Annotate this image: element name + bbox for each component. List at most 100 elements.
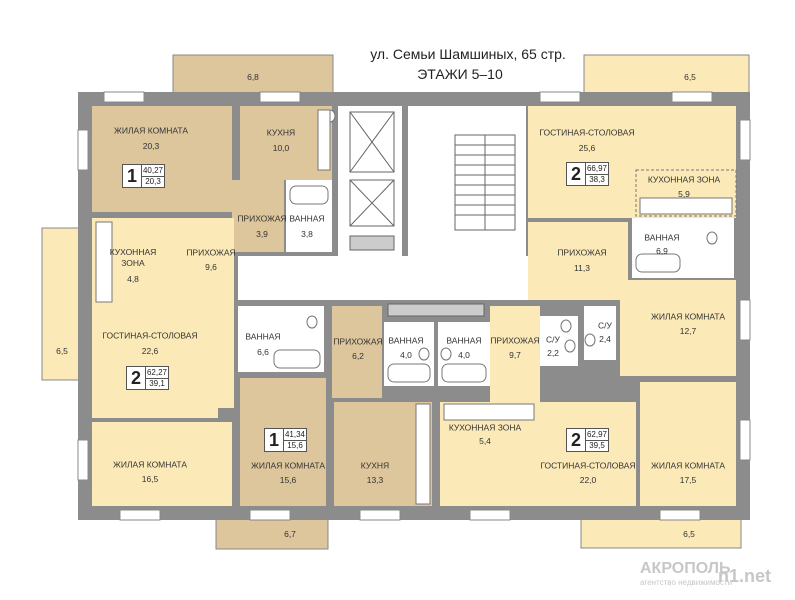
watermark-tagline: агентство недвижимости <box>640 578 733 587</box>
room-area-lounge-l: 22,6 <box>141 346 159 356</box>
room-hall-tr <box>528 222 628 300</box>
room-area-bath-t: 3,8 <box>301 229 313 239</box>
apartment-living-area: 20,3 <box>145 176 161 186</box>
room-area-hall-c: 6,2 <box>352 351 364 361</box>
room-label-kzone-br: КУХОННАЯ ЗОНА <box>448 422 522 433</box>
balcony-area-bottom-right: 6,5 <box>683 529 695 539</box>
apartment-rooms: 2 <box>567 429 586 451</box>
room-area-bath-tr: 6,9 <box>656 246 668 256</box>
balcony-left <box>41 227 83 381</box>
floors-title: ЭТАЖИ 5–10 <box>417 66 503 82</box>
room-area-lounge-tr: 25,6 <box>578 143 596 153</box>
room-label-living-r: ЖИЛАЯ КОМНАТА <box>651 311 725 322</box>
room-label-living-tl: ЖИЛАЯ КОМНАТА <box>114 125 188 136</box>
stairwell <box>408 106 526 256</box>
room-living-br <box>640 382 736 506</box>
room-label-lounge-br: ГОСТИНАЯ-СТОЛОВАЯ <box>540 460 636 471</box>
room-label-bath-tr: ВАННАЯ <box>644 232 680 243</box>
apartment-total-area: 41,34 <box>284 429 306 441</box>
balcony-area-top-left: 6,8 <box>247 72 259 82</box>
apartment-living-area: 15,6 <box>287 440 303 450</box>
room-label-lounge-l: ГОСТИНАЯ-СТОЛОВАЯ <box>102 330 198 341</box>
room-living-r <box>620 280 736 376</box>
apartment-total-area: 66,97 <box>586 163 608 175</box>
apartment-total-area: 40,27 <box>142 165 164 177</box>
room-living-bl <box>92 422 232 506</box>
apartment-total-area: 62,97 <box>586 429 608 441</box>
room-area-living-r: 12,7 <box>679 326 697 336</box>
kitchen-zone-outline <box>635 169 737 217</box>
room-area-kzone-tr: 5,9 <box>678 189 690 199</box>
balcony-area-bottom-left: 6,7 <box>284 529 296 539</box>
apartment-rooms: 1 <box>265 429 284 451</box>
balcony-top-right <box>583 54 750 98</box>
fixtures <box>306 109 718 361</box>
apartment-rooms: 2 <box>567 163 586 185</box>
apartment-living-area: 39,1 <box>149 378 165 388</box>
room-label-wc-r1: С/У <box>598 320 612 331</box>
room-label-kzone-l: КУХОННАЯ ЗОНА <box>109 247 157 268</box>
room-label-living-bc: ЖИЛАЯ КОМНАТА <box>251 460 325 471</box>
windows <box>77 91 751 521</box>
room-hall-cr <box>490 306 540 402</box>
room-area-hall-t: 3,9 <box>256 229 268 239</box>
room-area-wc-r1: 2,4 <box>599 334 611 344</box>
room-label-wc-r2: С/У <box>546 334 560 345</box>
room-area-living-bl: 16,5 <box>141 474 159 484</box>
apartment-living-area: 38,3 <box>589 174 605 184</box>
room-area-bath-cl: 6,6 <box>257 347 269 357</box>
counters <box>95 109 733 505</box>
room-area-kitchen-t: 10,0 <box>272 143 290 153</box>
room-area-living-tl: 20,3 <box>142 141 160 151</box>
room-label-lounge-tr: ГОСТИНАЯ-СТОЛОВАЯ <box>539 127 635 138</box>
watermark-brand: АКРОПОЛЬ <box>640 560 731 577</box>
room-label-hall-c: ПРИХОЖАЯ <box>333 336 383 347</box>
room-label-kitchen-t: КУХНЯ <box>266 127 296 138</box>
room-label-kzone-tr: КУХОННАЯ ЗОНА <box>647 174 721 185</box>
room-area-living-br: 17,5 <box>679 475 697 485</box>
room-hall-t <box>232 180 284 252</box>
balcony-area-top-right: 6,5 <box>684 72 696 82</box>
room-wc-r1 <box>584 306 616 360</box>
room-area-bath-c2: 4,0 <box>458 350 470 360</box>
room-area-wc-r2: 2,2 <box>547 348 559 358</box>
address-title: ул. Семьи Шамшиных, 65 стр. <box>370 46 566 62</box>
room-area-hall-cr: 9,7 <box>509 350 521 360</box>
room-label-bath-cl: ВАННАЯ <box>245 331 281 342</box>
apartment-rooms: 2 <box>127 367 146 389</box>
room-label-hall-t: ПРИХОЖАЯ <box>237 213 287 224</box>
apartment-living-area: 39,5 <box>589 440 605 450</box>
room-area-lounge-br: 22,0 <box>579 475 597 485</box>
room-lounge-l <box>92 306 218 418</box>
room-label-hall-tr: ПРИХОЖАЯ <box>557 247 607 258</box>
room-label-hall-cr: ПРИХОЖАЯ <box>490 335 540 346</box>
apartment-total-area: 62,27 <box>146 367 168 379</box>
bathtubs <box>273 185 681 383</box>
room-label-bath-t: ВАННАЯ <box>289 213 325 224</box>
balcony-area-left: 6,5 <box>56 346 68 356</box>
stairs <box>454 134 516 231</box>
room-area-kzone-l: 4,8 <box>127 274 139 284</box>
room-label-bath-c2: ВАННАЯ <box>446 335 482 346</box>
room-area-hall-tr: 11,3 <box>574 263 590 273</box>
corridor <box>238 256 528 300</box>
room-area-bath-c1: 4,0 <box>400 350 412 360</box>
room-label-living-br: ЖИЛАЯ КОМНАТА <box>651 460 725 471</box>
room-hall-c <box>332 306 382 398</box>
room-label-hall-l: ПРИХОЖАЯ <box>186 247 236 258</box>
room-kitchen-t <box>240 106 332 180</box>
room-living-tl <box>92 106 232 212</box>
room-area-hall-l: 9,6 <box>205 262 217 272</box>
room-label-bath-c1: ВАННАЯ <box>388 335 424 346</box>
room-label-living-bl: ЖИЛАЯ КОМНАТА <box>113 459 187 470</box>
rooms <box>92 106 736 506</box>
elevators <box>349 111 485 317</box>
room-area-kitchen-b: 13,3 <box>366 475 384 485</box>
room-area-living-bc: 15,6 <box>279 475 297 485</box>
